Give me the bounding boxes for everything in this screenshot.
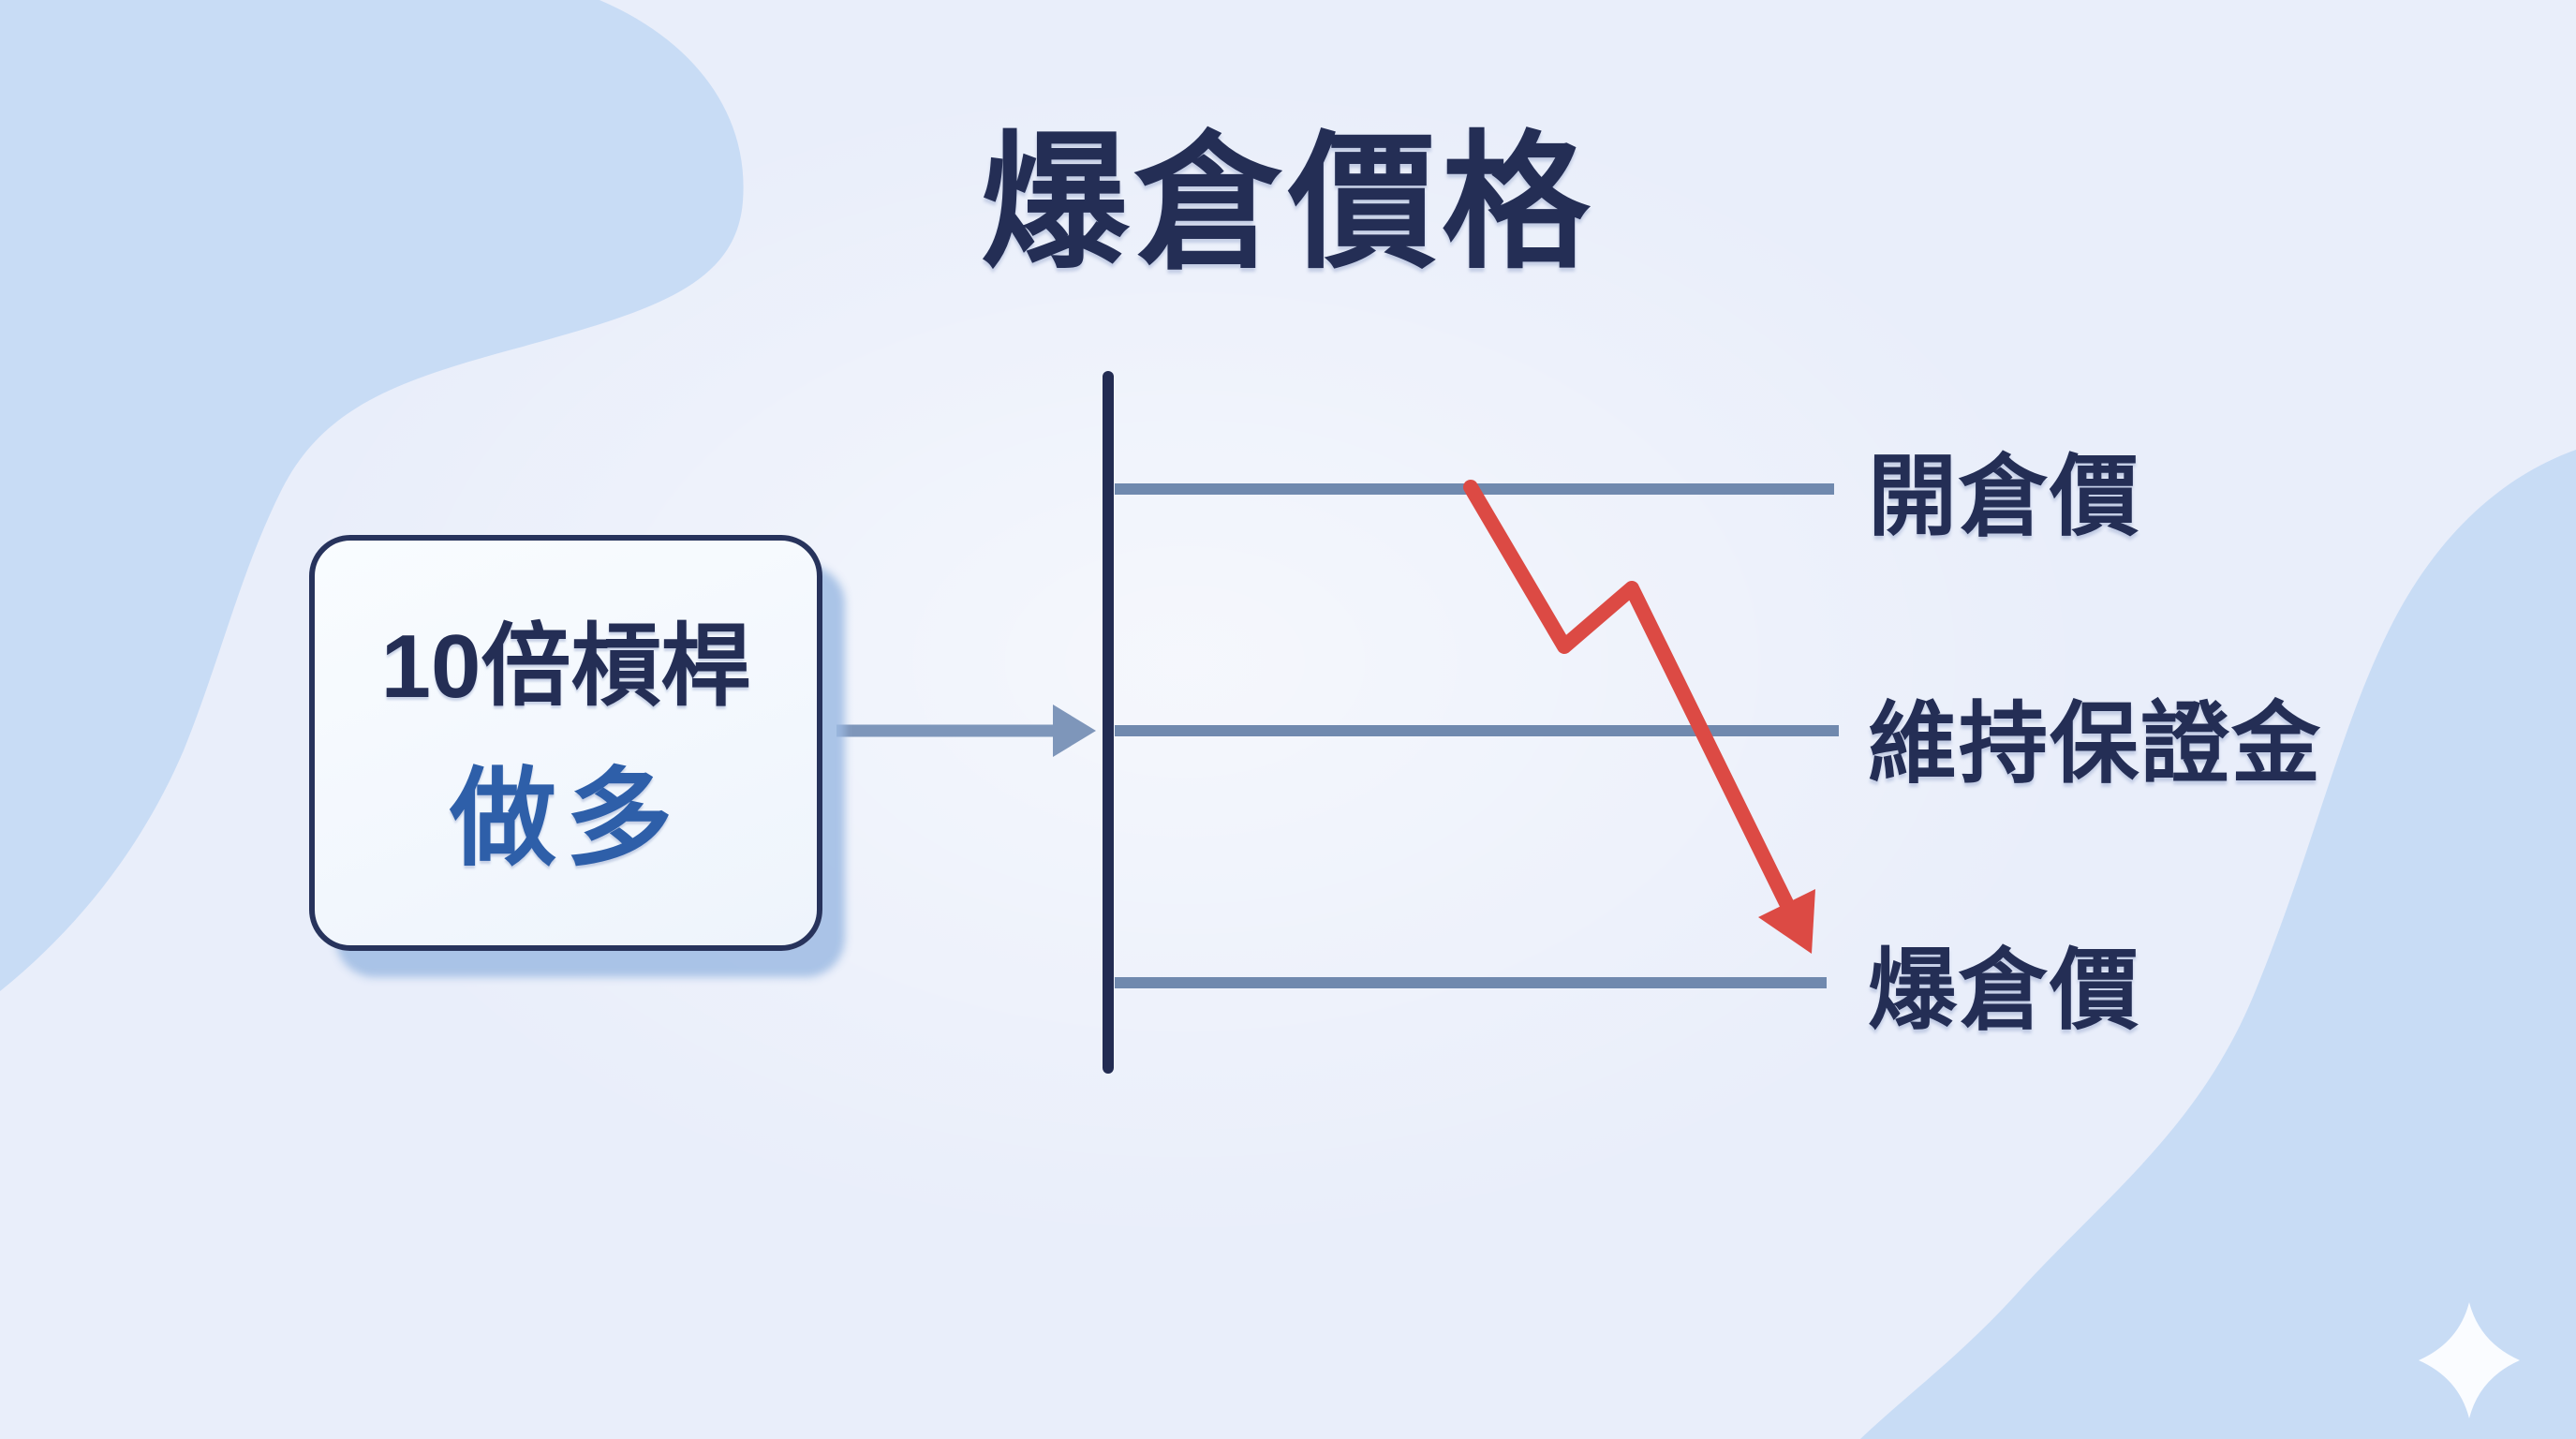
price-drop-arrow-head (1758, 889, 1815, 954)
background-blob-bottom-right (1860, 450, 2576, 1439)
page-title: 爆倉價格 (981, 121, 1595, 286)
price-level-label-open: 開倉價 (1868, 447, 2141, 547)
sparkle-icon (2419, 1302, 2520, 1418)
scenario-box: 10倍槓桿 做多 (309, 535, 822, 951)
price-level-label-liquidation: 爆倉價 (1868, 941, 2141, 1041)
leverage-label: 10倍槓桿 (380, 616, 751, 717)
direction-label: 做多 (449, 760, 682, 879)
background-blob-top-left (0, 0, 744, 991)
price-level-label-maintenance: 維持保證金 (1868, 694, 2323, 794)
right-arrow-icon (1053, 705, 1096, 757)
price-drop-arrow (1463, 480, 1794, 911)
